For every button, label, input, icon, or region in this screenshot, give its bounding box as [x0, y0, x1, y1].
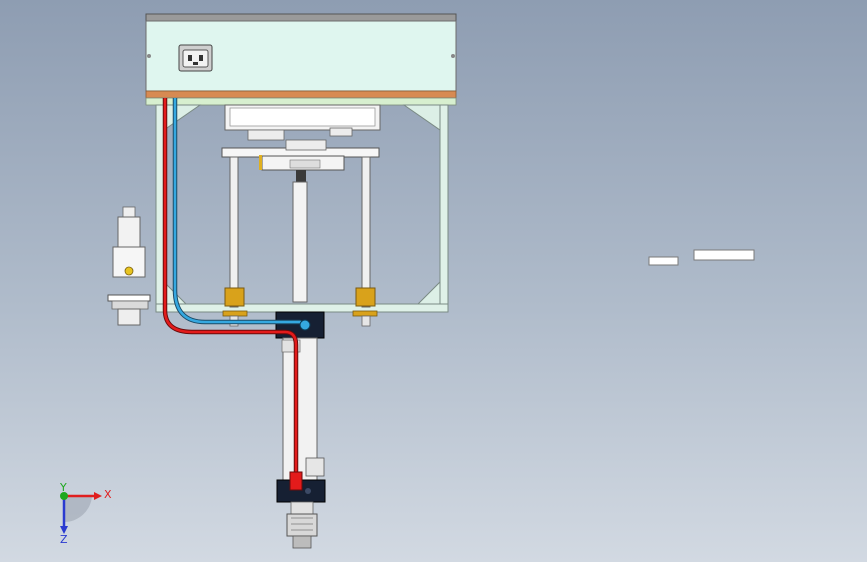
guide-rods[interactable] — [222, 156, 378, 327]
brass-washer-right — [352, 310, 378, 317]
regulator-gauge-icon — [124, 266, 134, 276]
crossbar-bracket — [285, 139, 327, 151]
z-arrow-icon — [60, 526, 68, 534]
x-arrow-icon — [94, 492, 102, 500]
y-axis-icon — [60, 492, 68, 500]
frame-gusset-top-left — [163, 104, 202, 131]
sensor-rod-yellow — [259, 155, 262, 170]
triad-shadow — [64, 496, 92, 523]
return-fitting-icon — [299, 319, 311, 331]
guide-rod-left — [229, 156, 239, 308]
brass-washer-left — [222, 310, 248, 317]
piston-rod-clamp — [296, 170, 306, 182]
coupling-right — [329, 127, 353, 137]
supply-hose — [163, 98, 298, 485]
pneumatic-hoses[interactable] — [162, 98, 311, 491]
air-filter-regulator[interactable] — [107, 206, 151, 326]
cover-screw-right — [451, 54, 455, 58]
cover-trim-strip — [145, 90, 457, 99]
floating-annotations[interactable] — [648, 249, 755, 266]
power-inlet-icon[interactable] — [178, 44, 213, 72]
frame-gusset-top-right — [402, 104, 441, 131]
supply-fitting-icon — [289, 471, 303, 491]
return-hose — [173, 98, 306, 327]
frame-base-plate — [155, 303, 449, 313]
rod-end-right — [361, 315, 371, 327]
tool-fitting — [286, 513, 318, 537]
tool-tip — [292, 535, 312, 549]
brass-nut-left — [224, 287, 245, 307]
lower-port-bolt — [305, 488, 311, 494]
coupling-left — [247, 129, 285, 141]
brass-nut-right — [355, 287, 376, 307]
rod-collar — [290, 501, 314, 515]
z-axis-label: Z — [60, 533, 68, 544]
cover-screw-left — [147, 54, 151, 58]
y-axis-label: Y — [59, 482, 67, 494]
guide-rod-right — [361, 156, 371, 308]
cylinder-sensor-lower — [305, 457, 325, 477]
lower-cylinder[interactable] — [275, 311, 326, 549]
annotation-box-small[interactable] — [648, 256, 679, 266]
motor-block-face — [229, 107, 376, 127]
cover-base-plate — [145, 97, 457, 106]
cylinder-barrel — [282, 337, 318, 481]
press-head-insert — [289, 159, 321, 169]
frame-right-post — [439, 104, 449, 311]
top-cover-box[interactable] — [145, 13, 457, 106]
annotation-box-large[interactable] — [693, 249, 755, 261]
cover-top-edge — [145, 13, 457, 22]
upper-mechanism[interactable] — [221, 104, 381, 182]
x-axis-label: X — [104, 488, 112, 501]
center-piston-rod — [292, 181, 308, 303]
orientation-triad[interactable]: X Y Z — [48, 482, 118, 544]
frame-gusset-bottom-right — [416, 280, 441, 305]
